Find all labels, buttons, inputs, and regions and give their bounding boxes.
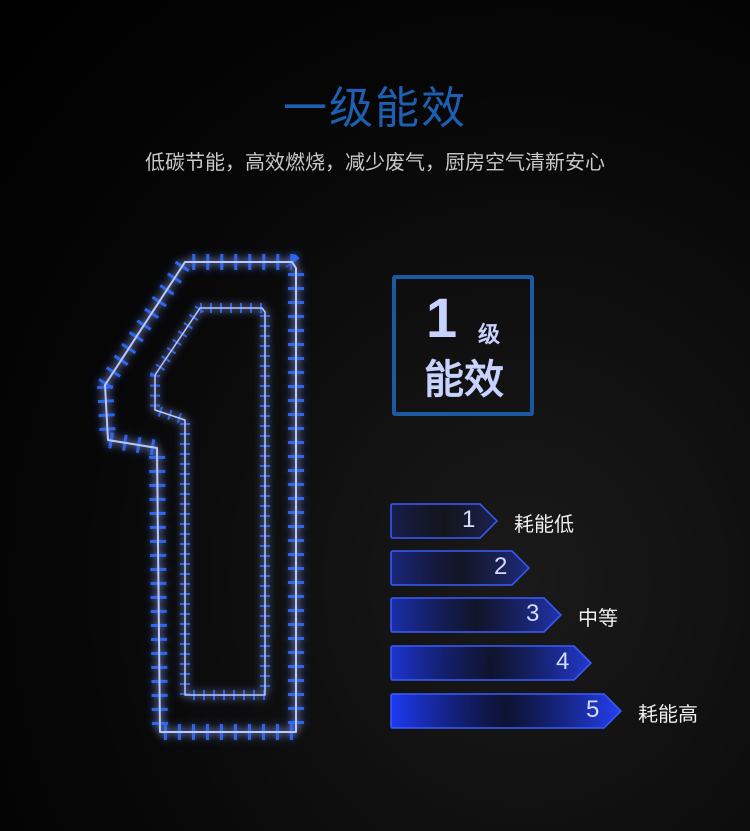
- level-number: 4: [556, 648, 570, 675]
- badge-number: 1: [426, 286, 458, 349]
- arrow-bar-shape: [390, 597, 562, 633]
- level-number: 5: [586, 696, 600, 723]
- energy-level-bar-1: 1: [390, 503, 498, 539]
- badge-label: 能效: [424, 357, 504, 403]
- page-title: 一级能效: [283, 83, 467, 134]
- energy-level-bar-3: 3: [390, 597, 562, 633]
- energy-level-bar-5: 5: [390, 693, 622, 729]
- level-label: 耗能高: [638, 702, 698, 726]
- arrow-bar-shape: [390, 693, 622, 729]
- arrow-bar-shape: [390, 550, 530, 586]
- level-label: 耗能低: [514, 512, 574, 536]
- energy-level-bar-4: 4: [390, 645, 592, 681]
- inner-flame-ring: [150, 303, 270, 700]
- level-number: 3: [526, 600, 540, 627]
- level-number: 2: [494, 553, 508, 580]
- arrow-bar-shape: [390, 645, 592, 681]
- level-number: 1: [462, 506, 476, 533]
- energy-level-bar-2: 2: [390, 550, 530, 586]
- badge-level: 级: [478, 323, 501, 348]
- energy-level-badge: 1 级 能效: [392, 275, 534, 416]
- page-subtitle: 低碳节能，高效燃烧，减少废气，厨房空气清新安心: [145, 150, 605, 174]
- level-label: 中等: [578, 606, 618, 630]
- arrow-bar-shape: [390, 503, 498, 539]
